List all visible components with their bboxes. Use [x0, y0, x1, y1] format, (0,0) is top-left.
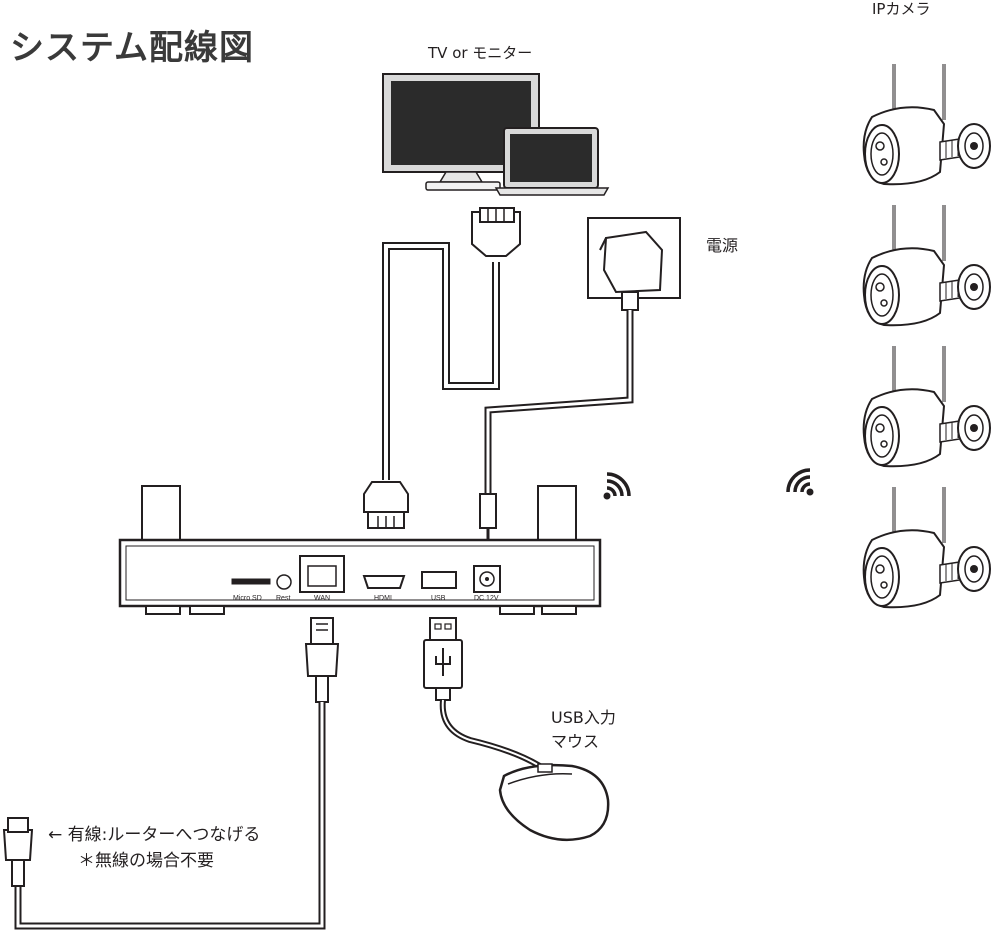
ip-camera-label: IPカメラ	[872, 0, 931, 18]
wan-port-label: WAN	[314, 595, 330, 602]
usb-input-label-group: USB入力 マウス	[551, 706, 616, 754]
ip-camera-1	[862, 62, 992, 186]
wifi-signal-icon	[786, 468, 816, 498]
wired-note-group: ← 有線:ルーターへつなげる ＊無線の場合不要	[48, 822, 260, 874]
wireless-not-needed-note: ＊無線の場合不要	[78, 851, 214, 871]
power-label: 電源	[706, 236, 739, 255]
hdmi-cable	[363, 207, 521, 529]
nvr-recorder	[118, 485, 602, 615]
reset-button-label: Rest	[276, 595, 290, 602]
hdmi-port-label: HDMI	[374, 595, 392, 602]
page-title: システム配線図	[10, 28, 254, 68]
microsd-port-label: Micro SD	[233, 595, 262, 602]
ip-camera-2	[862, 203, 992, 327]
lan-cable	[2, 617, 340, 930]
laptop-illustration	[494, 127, 610, 196]
wifi-signal-icon	[601, 472, 631, 502]
monitor-label: TV or モニター	[428, 44, 533, 62]
wired-router-note: ← 有線:ルーターへつなげる	[48, 825, 261, 845]
power-adapter	[479, 217, 681, 540]
ip-camera-3	[862, 344, 992, 468]
usb-port-label: USB	[431, 595, 446, 602]
ip-camera-4	[862, 485, 992, 609]
dc-port-label: DC 12V	[474, 595, 499, 602]
mouse-label: マウス	[551, 732, 600, 751]
usb-input-label: USB入力	[551, 708, 616, 727]
usb-mouse	[423, 617, 610, 842]
